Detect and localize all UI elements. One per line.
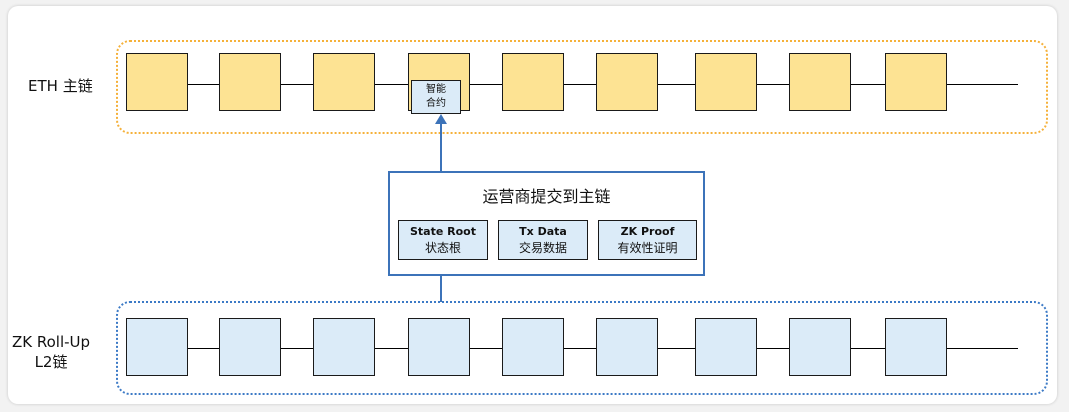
l2-block — [596, 318, 658, 376]
eth-block — [789, 53, 851, 111]
l2-to-operator-line — [440, 276, 442, 302]
l2-block — [219, 318, 281, 376]
zk-proof-en: ZK Proof — [620, 225, 675, 238]
zk-proof-box: ZK Proof 有效性证明 — [598, 220, 697, 260]
submit-arrow-head — [435, 114, 447, 124]
l2-block — [126, 318, 188, 376]
operator-submit-box: 运营商提交到主链 State Root 状态根 Tx Data 交易数据 ZK … — [388, 171, 705, 276]
state-root-en: State Root — [410, 225, 476, 238]
l2-chain-label-line2: L2链 — [34, 353, 68, 371]
eth-block — [502, 53, 564, 111]
l2-chain-label-line1: ZK Roll-Up — [12, 333, 91, 351]
l2-block — [313, 318, 375, 376]
eth-block — [126, 53, 188, 111]
eth-block — [313, 53, 375, 111]
smart-contract-label-line1: 智能 — [426, 84, 446, 95]
eth-block — [596, 53, 658, 111]
eth-block — [885, 53, 947, 111]
eth-block — [219, 53, 281, 111]
l2-chain-frame — [116, 301, 1048, 395]
state-root-zh: 状态根 — [424, 241, 461, 255]
tx-data-en: Tx Data — [519, 225, 567, 238]
l2-block — [789, 318, 851, 376]
tx-data-zh: 交易数据 — [518, 241, 567, 255]
smart-contract-label-line2: 合约 — [426, 98, 446, 109]
submit-arrow-line — [440, 124, 442, 172]
smart-contract-box: 智能 合约 — [411, 80, 461, 114]
eth-chain-frame — [116, 40, 1048, 134]
state-root-box: State Root 状态根 — [398, 220, 488, 260]
l2-chain-label: ZK Roll-Up L2链 — [12, 332, 90, 372]
zk-proof-zh: 有效性证明 — [617, 241, 678, 255]
operator-title: 运营商提交到主链 — [482, 187, 611, 206]
eth-chain-label: ETH 主链 — [28, 77, 93, 95]
l2-block — [885, 318, 947, 376]
l2-block — [695, 318, 757, 376]
tx-data-box: Tx Data 交易数据 — [498, 220, 588, 260]
l2-block — [502, 318, 564, 376]
l2-block — [408, 318, 470, 376]
eth-block — [695, 53, 757, 111]
